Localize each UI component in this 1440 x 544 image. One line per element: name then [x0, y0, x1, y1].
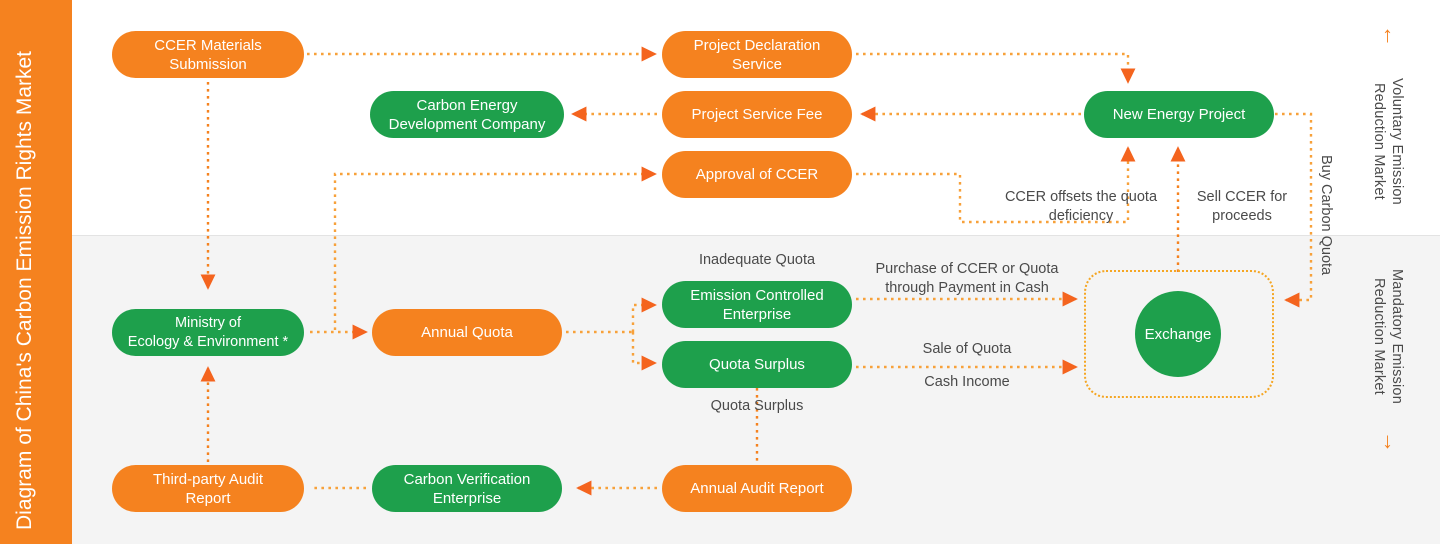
node-emission-controlled-enterprise[interactable]: Emission Controlled Enterprise [662, 281, 852, 328]
edge-label-cash-income: Cash Income [924, 374, 1010, 390]
node-project-service-fee[interactable]: Project Service Fee [662, 91, 852, 138]
edge-label-sell-ccer-for-proceeds: Sell CCER for proceeds [1196, 189, 1288, 224]
node-ministry-of-ecology-environment[interactable]: Ministry of Ecology & Environment * [112, 309, 304, 356]
node-exchange[interactable]: Exchange [1135, 291, 1221, 377]
edge-label-quota-surplus-out: Quota Surplus [710, 398, 804, 414]
diagram-title-bar: Diagram of China's Carbon Emission Right… [0, 0, 72, 544]
node-quota-surplus[interactable]: Quota Surplus [662, 341, 852, 388]
page-title: Diagram of China's Carbon Emission Right… [13, 50, 36, 530]
exchange-container [1084, 270, 1274, 398]
node-annual-audit-report[interactable]: Annual Audit Report [662, 465, 852, 512]
mandatory-market-label: Mandatory Emission Reduction Market [1371, 268, 1405, 404]
node-third-party-audit-report[interactable]: Third-party Audit Report [112, 465, 304, 512]
node-ccer-materials-submission[interactable]: CCER Materials Submission [112, 31, 304, 78]
node-new-energy-project[interactable]: New Energy Project [1084, 91, 1274, 138]
market-band-divider [72, 235, 1440, 236]
up-arrow-icon: ↑ [1382, 22, 1393, 47]
edge-label-sale-of-quota: Sale of Quota [922, 341, 1012, 357]
voluntary-market-label: Voluntary Emission Reduction Market [1371, 77, 1405, 205]
edge-label-buy-carbon-quota: Buy Carbon Quota [1318, 154, 1334, 276]
node-annual-quota[interactable]: Annual Quota [372, 309, 562, 356]
node-project-declaration-service[interactable]: Project Declaration Service [662, 31, 852, 78]
edge-label-ccer-offsets-quota-deficiency: CCER offsets the quota deficiency [1004, 189, 1158, 224]
node-approval-of-ccer[interactable]: Approval of CCER [662, 151, 852, 198]
node-carbon-verification-enterprise[interactable]: Carbon Verification Enterprise [372, 465, 562, 512]
node-carbon-energy-development-company[interactable]: Carbon Energy Development Company [370, 91, 564, 138]
edge-label-inadequate-quota: Inadequate Quota [698, 252, 816, 268]
down-arrow-icon: ↓ [1382, 428, 1393, 453]
edge-label-purchase-ccer-or-quota: Purchase of CCER or Quota through Paymen… [875, 261, 1059, 296]
